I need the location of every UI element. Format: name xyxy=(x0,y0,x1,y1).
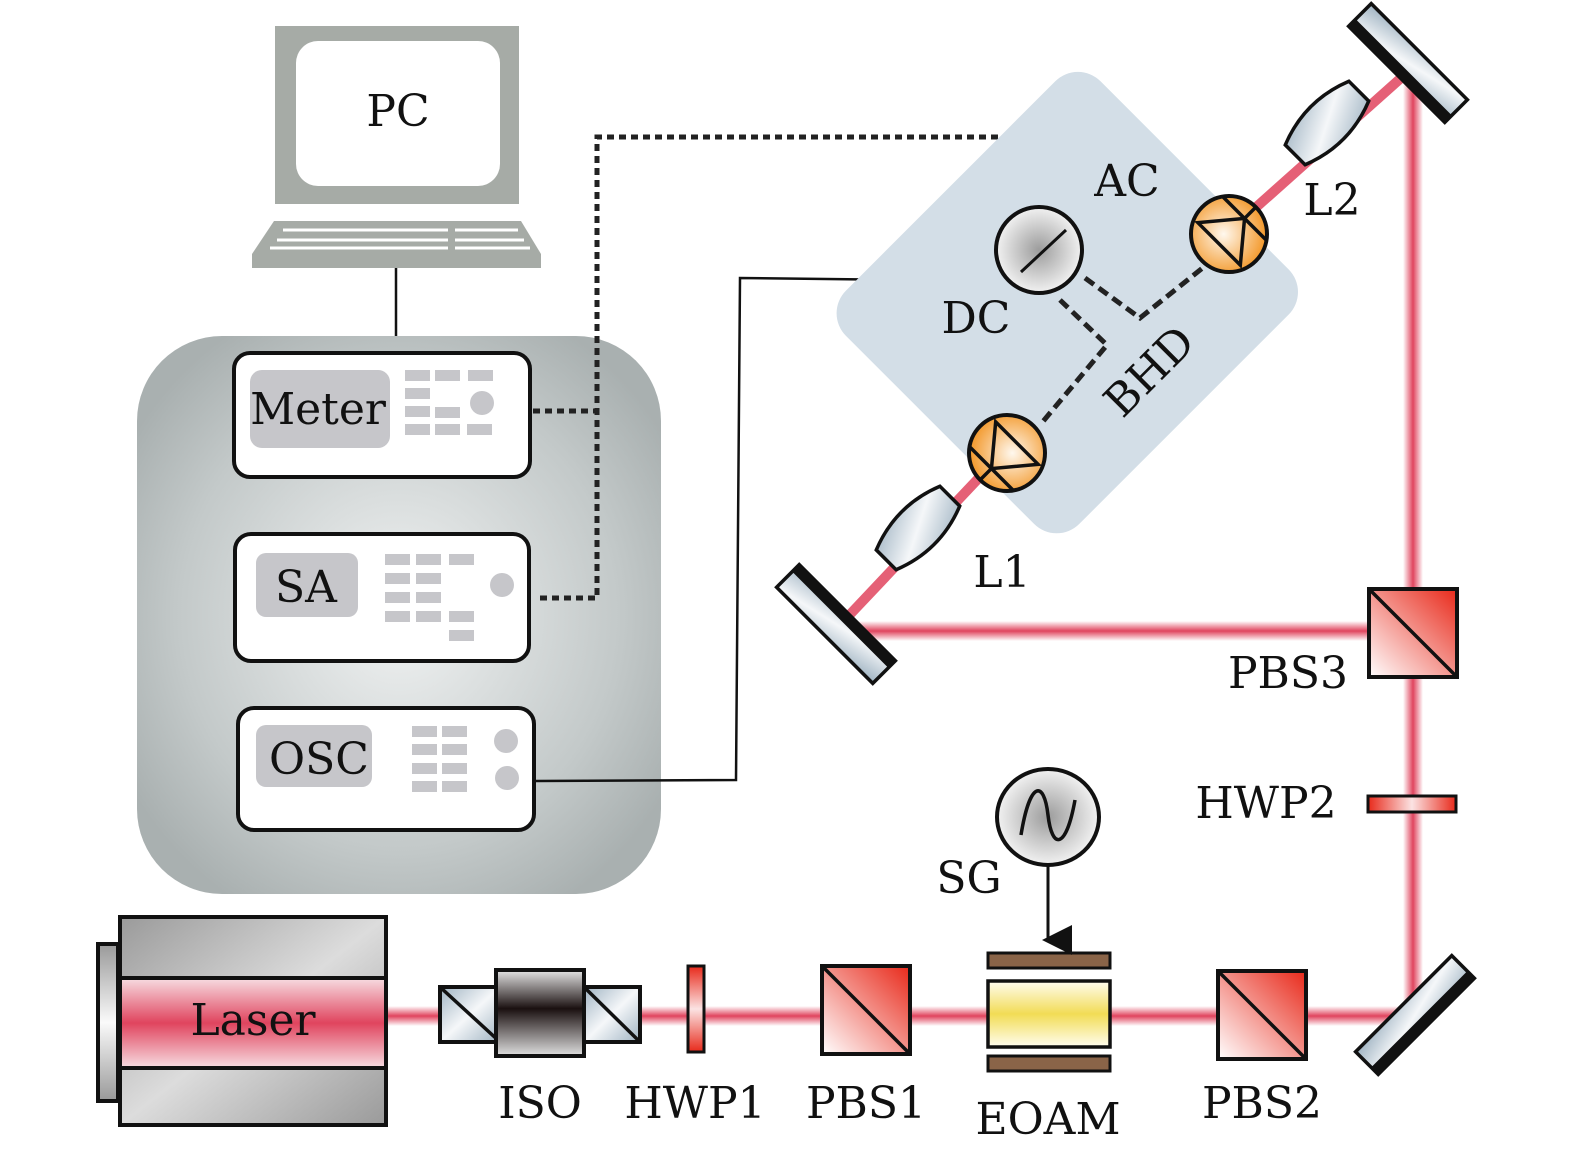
lens-l1 xyxy=(874,484,962,572)
eoam-crystal xyxy=(986,979,1112,1049)
sine-wave-icon xyxy=(1019,789,1077,842)
pd-upper-cable xyxy=(1083,260,1212,322)
keyboard xyxy=(252,221,541,268)
optical-isolator xyxy=(438,968,642,1058)
mirror-top-right xyxy=(1346,1,1470,125)
spectrum-analyzer[interactable]: SA xyxy=(233,532,531,663)
pc-label: PC xyxy=(366,86,429,137)
polarizing-beam-splitter-2 xyxy=(1216,969,1308,1061)
computer: PC xyxy=(252,26,541,350)
polarizing-beam-splitter-3 xyxy=(1367,587,1459,679)
osc-display xyxy=(256,725,372,787)
meter-buttons xyxy=(405,370,494,435)
eoam-electrode-bottom xyxy=(986,1054,1112,1073)
subtractor-circuit xyxy=(994,205,1084,295)
pd-lower-cable xyxy=(1038,298,1111,427)
meter-display xyxy=(250,370,390,448)
beam-right-vertical xyxy=(1403,80,1423,1020)
mirror-bottom-right xyxy=(1353,953,1477,1077)
balanced-homodyne-detector: BHD AC DC xyxy=(836,71,1298,534)
meter-instrument[interactable]: Meter xyxy=(232,351,532,479)
half-wave-plate-2 xyxy=(1366,794,1458,814)
pbs3-label: PBS3 xyxy=(1228,648,1348,699)
electro-optic-amplitude-modulator xyxy=(986,951,1112,1073)
laser-cavity xyxy=(118,976,388,1070)
polarizing-beam-splitter-1 xyxy=(820,964,912,1056)
photodiode-lower-icon xyxy=(967,413,1047,493)
lens-l2 xyxy=(1283,79,1371,167)
laser-back-cap xyxy=(96,942,120,1103)
half-wave-plate-1 xyxy=(686,964,706,1054)
hwp1-label: HWP1 xyxy=(624,1078,765,1129)
photodiode-upper-icon xyxy=(1189,194,1269,274)
pbs1-label: PBS1 xyxy=(806,1078,926,1129)
beam-middle xyxy=(840,621,1415,641)
osc-buttons xyxy=(412,726,519,792)
bhd-background xyxy=(836,71,1298,534)
ac-label: AC xyxy=(1093,156,1159,207)
laser-source: Laser xyxy=(96,915,388,1127)
sa-label: SA xyxy=(275,562,338,613)
monitor-screen xyxy=(296,41,500,186)
sg-label: SG xyxy=(936,853,1001,904)
keyboard-keys xyxy=(270,228,530,250)
hwp2-label: HWP2 xyxy=(1195,778,1336,829)
mirror-middle-left xyxy=(774,562,898,686)
osc-label: OSC xyxy=(269,734,369,785)
pbs2-label: PBS2 xyxy=(1202,1078,1322,1129)
ac-cable-sa xyxy=(540,134,1075,601)
instrument-rack: Meter SA xyxy=(137,336,661,894)
laser-label: Laser xyxy=(190,995,316,1046)
iso-label: ISO xyxy=(498,1078,582,1129)
oscilloscope[interactable]: OSC xyxy=(236,706,536,832)
signal-generator xyxy=(995,767,1101,955)
eoam-electrode-top xyxy=(986,951,1112,970)
eoam-label: EOAM xyxy=(975,1094,1120,1145)
meter-label: Meter xyxy=(250,384,387,435)
dc-label: DC xyxy=(942,293,1011,344)
sa-buttons xyxy=(385,554,514,641)
l2-label: L2 xyxy=(1303,175,1360,226)
l1-label: L1 xyxy=(973,547,1030,598)
sa-display xyxy=(256,553,358,617)
